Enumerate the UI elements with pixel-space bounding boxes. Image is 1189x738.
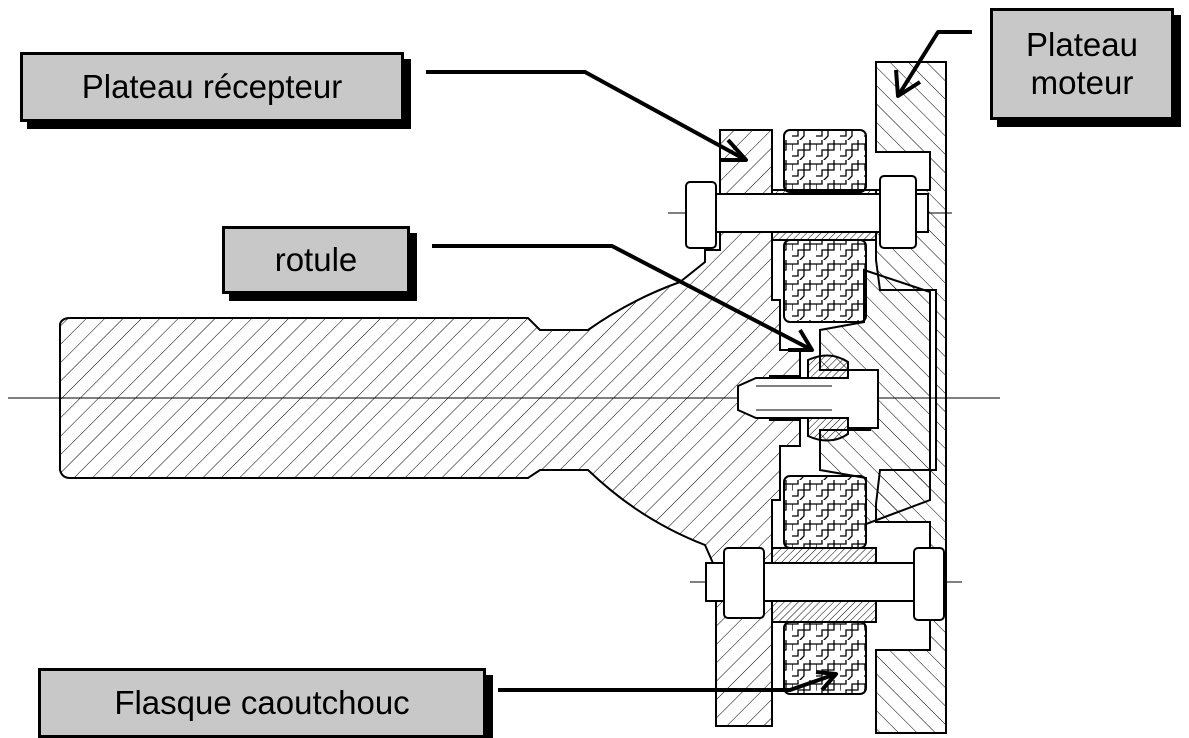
arrow-rotule	[788, 328, 814, 352]
label-plateau-moteur-line1: Plateau	[1026, 26, 1138, 64]
label-rotule: rotule	[222, 226, 410, 294]
rubber-block-1	[783, 129, 867, 193]
leader-plateau-moteur	[896, 30, 972, 98]
label-plateau-recepteur-text: Plateau récepteur	[81, 68, 343, 106]
bottom-bolt-shank	[763, 562, 915, 602]
rubber-block-3	[783, 475, 867, 549]
arrow-plateau-recepteur	[720, 138, 748, 162]
top-bolt-tip	[915, 193, 929, 233]
top-bolt-head	[685, 181, 717, 249]
label-flasque-caoutchouc-text: Flasque caoutchouc	[114, 684, 410, 722]
leader-plateau-recepteur	[426, 70, 747, 162]
rubber-block-2	[783, 239, 867, 323]
label-plateau-moteur-line2: moteur	[1030, 64, 1134, 101]
arrow-flasque	[815, 670, 838, 692]
arrow-plateau-moteur	[894, 69, 922, 98]
bottom-bolt	[705, 547, 945, 621]
top-bolt	[685, 175, 929, 249]
bottom-bolt-head	[913, 547, 945, 621]
label-rotule-text: rotule	[274, 241, 358, 279]
leader-flasque	[498, 672, 837, 692]
rotule-part	[737, 354, 879, 442]
label-plateau-moteur: Plateau moteur	[990, 8, 1174, 120]
bottom-bolt-tip	[705, 562, 725, 602]
leader-rotule	[432, 244, 813, 352]
top-bolt-shank	[715, 193, 881, 233]
bottom-nut	[723, 547, 765, 619]
top-nut	[879, 175, 917, 249]
rubber-block-4	[783, 621, 867, 695]
label-plateau-recepteur: Plateau récepteur	[20, 52, 404, 122]
label-flasque-caoutchouc: Flasque caoutchouc	[38, 668, 486, 738]
center-screw	[737, 369, 879, 429]
leader-lines	[426, 30, 972, 692]
